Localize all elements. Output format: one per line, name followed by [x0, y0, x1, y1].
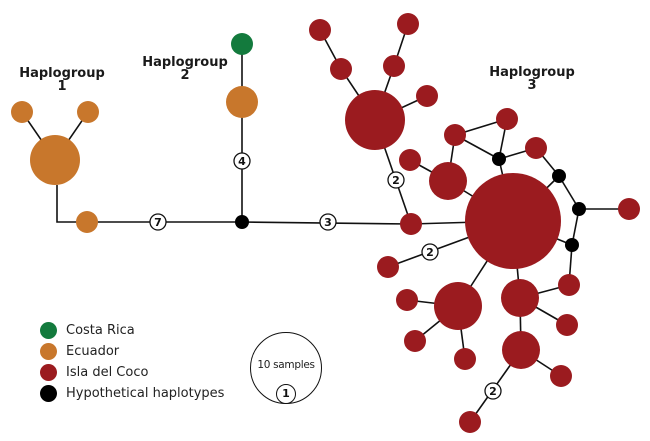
haplotype-node-isla-del-coco: [501, 279, 539, 317]
costa-rica-dot-icon: [40, 322, 57, 339]
sample-size-scale: 10 samples 1: [250, 332, 322, 404]
haplotype-node-hypothetical: [235, 215, 249, 229]
mutation-step-label: 4: [233, 152, 251, 170]
haplotype-node-isla-del-coco: [399, 149, 421, 171]
haplotype-node-hypothetical: [492, 152, 506, 166]
haplotype-node-hypothetical: [565, 238, 579, 252]
legend-item-ecuador: Ecuador: [40, 341, 224, 362]
ecuador-dot-icon: [40, 343, 57, 360]
svg-text:7: 7: [154, 216, 162, 229]
legend-label: Isla del Coco: [66, 365, 149, 380]
haplotype-node-isla-del-coco: [558, 274, 580, 296]
haplotype-node-ecuador: [30, 135, 80, 185]
haplotype-node-isla-del-coco: [434, 282, 482, 330]
haplotype-node-isla-del-coco: [618, 198, 640, 220]
mutation-step-label: 2: [387, 171, 405, 189]
hypothetical-dot-icon: [40, 385, 57, 402]
legend-item-hypothetical: Hypothetical haplotypes: [40, 383, 224, 404]
haplotype-node-isla-del-coco: [444, 124, 466, 146]
legend-item-costa-rica: Costa Rica: [40, 320, 224, 341]
haplotype-node-isla-del-coco: [383, 55, 405, 77]
legend: Costa Rica Ecuador Isla del Coco Hypothe…: [40, 320, 224, 404]
haplotype-node-isla-del-coco: [454, 348, 476, 370]
haplotype-node-isla-del-coco: [330, 58, 352, 80]
scale-large-label: 10 samples: [257, 359, 315, 371]
haplotype-node-isla-del-coco: [416, 85, 438, 107]
svg-text:4: 4: [238, 155, 246, 168]
network-nodes: [11, 13, 640, 433]
haplotype-node-costa-rica: [231, 33, 253, 55]
svg-text:2: 2: [426, 246, 434, 259]
haplotype-node-isla-del-coco: [459, 411, 481, 433]
legend-item-isla-del-coco: Isla del Coco: [40, 362, 224, 383]
haplogroup-number: 3: [527, 78, 536, 93]
mutation-step-labels: 7 4 3 2 2 2: [149, 152, 502, 400]
haplotype-node-isla-del-coco: [429, 162, 467, 200]
mutation-step-label: 3: [319, 213, 337, 231]
svg-text:2: 2: [392, 174, 400, 187]
legend-label: Ecuador: [66, 344, 120, 359]
haplotype-node-isla-del-coco: [309, 19, 331, 41]
haplotype-node-isla-del-coco: [345, 90, 405, 150]
haplogroup-label: Haplogroup: [142, 55, 228, 70]
haplotype-node-isla-del-coco: [556, 314, 578, 336]
haplotype-node-isla-del-coco: [502, 331, 540, 369]
haplotype-node-hypothetical: [552, 169, 566, 183]
haplotype-node-ecuador: [77, 101, 99, 123]
haplotype-node-isla-del-coco: [465, 173, 561, 269]
haplotype-node-isla-del-coco: [550, 365, 572, 387]
haplogroup-number: 2: [180, 68, 189, 83]
haplotype-node-isla-del-coco: [496, 108, 518, 130]
haplotype-node-ecuador: [11, 101, 33, 123]
haplotype-node-isla-del-coco: [397, 13, 419, 35]
haplotype-node-isla-del-coco: [396, 289, 418, 311]
scale-small-circle: 1: [276, 384, 296, 404]
legend-label: Hypothetical haplotypes: [66, 386, 225, 401]
haplotype-node-ecuador: [76, 211, 98, 233]
isla-del-coco-dot-icon: [40, 364, 57, 381]
svg-text:2: 2: [489, 385, 497, 398]
haplotype-node-isla-del-coco: [404, 330, 426, 352]
mutation-step-label: 2: [421, 243, 439, 261]
mutation-step-label: 7: [149, 213, 167, 231]
haplotype-node-isla-del-coco: [400, 213, 422, 235]
mutation-step-label: 2: [484, 382, 502, 400]
haplotype-node-isla-del-coco: [377, 256, 399, 278]
haplotype-node-isla-del-coco: [525, 137, 547, 159]
legend-label: Costa Rica: [66, 323, 135, 338]
haplotype-node-ecuador: [226, 86, 258, 118]
haplogroup-number: 1: [57, 79, 66, 94]
haplogroup-label: Haplogroup: [19, 66, 105, 81]
haplogroup-label: Haplogroup: [489, 65, 575, 80]
haplotype-node-hypothetical: [572, 202, 586, 216]
svg-text:3: 3: [324, 216, 332, 229]
